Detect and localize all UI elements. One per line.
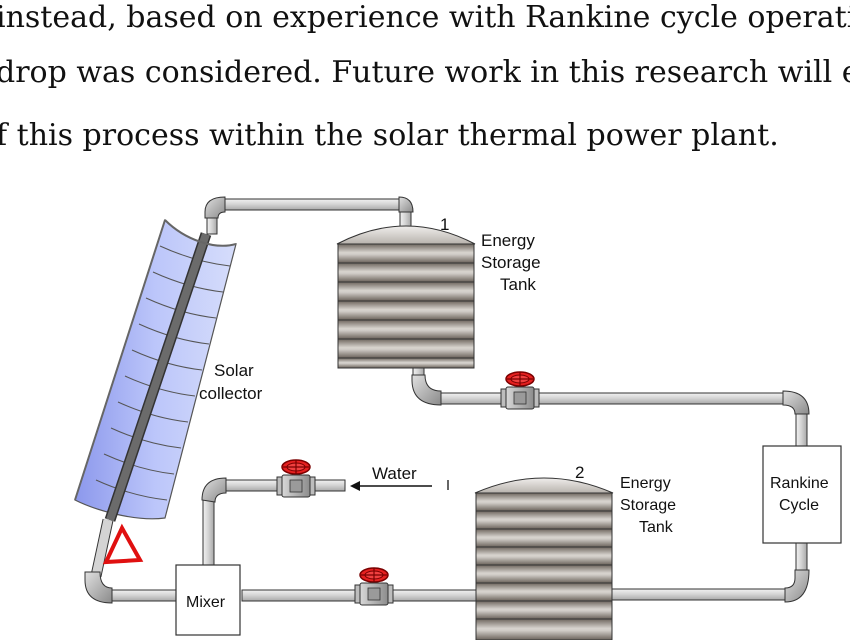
tank-1-label-1: Energy (481, 231, 535, 250)
energy-storage-tank-2 (474, 477, 614, 640)
text-line-3: f this process within the solar thermal … (0, 118, 779, 153)
tank-1-label-2: Storage (481, 253, 541, 272)
water-inlet-arrow-icon (350, 481, 432, 491)
solar-collector (74, 218, 237, 565)
tank-2-label-1: Energy (620, 475, 671, 492)
tank-2-label-2: Storage (620, 497, 676, 514)
tank-2-label-3: Tank (639, 519, 674, 536)
collector-support-icon (102, 523, 144, 565)
tank-1-label-3: Tank (500, 275, 536, 294)
valve-icon-tank2-outlet (354, 567, 394, 606)
text-line-2: drop was considered. Future work in this… (0, 55, 850, 90)
paragraph-text: instead, based on experience with Rankin… (0, 0, 850, 175)
rankine-cycle-box (762, 445, 842, 544)
text-line-1: instead, based on experience with Rankin… (0, 0, 850, 35)
rankine-cycle-label-2: Cycle (779, 497, 819, 514)
mixer-label: Mixer (186, 594, 226, 611)
tank-2-number: 2 (575, 463, 584, 482)
mixer-box (175, 564, 241, 636)
energy-storage-tank-1 (336, 225, 476, 369)
valve-icon-water-inlet (276, 459, 316, 498)
tank-1-number: 1 (440, 215, 449, 234)
valve-icon-rankine-feed (500, 371, 540, 410)
solar-collector-label-2: collector (199, 384, 263, 403)
solar-collector-label-1: Solar (214, 361, 254, 380)
water-label: Water (372, 464, 417, 483)
rankine-cycle-label-1: Rankine (770, 475, 829, 492)
